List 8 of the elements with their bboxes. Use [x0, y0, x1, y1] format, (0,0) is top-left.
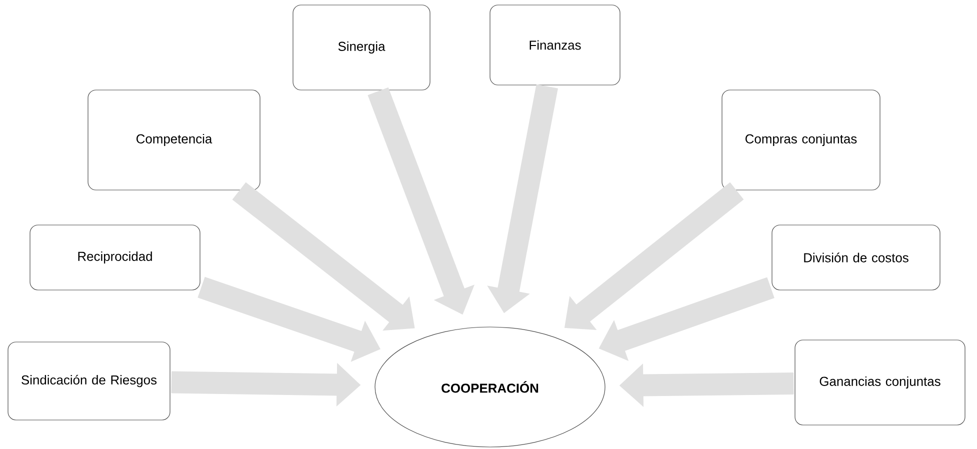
- concept-box: Sinergia: [292, 4, 430, 90]
- concept-box: Ganancias conjuntas: [794, 340, 966, 426]
- concept-box: Competencia: [88, 90, 260, 190]
- concept-box: Compras conjuntas: [722, 90, 880, 190]
- concept-box: Reciprocidad: [30, 224, 200, 290]
- concept-box: Finanzas: [490, 4, 620, 86]
- concept-box: Sindicación de Riesgos: [8, 342, 170, 420]
- concept-box: División de costos: [772, 224, 940, 290]
